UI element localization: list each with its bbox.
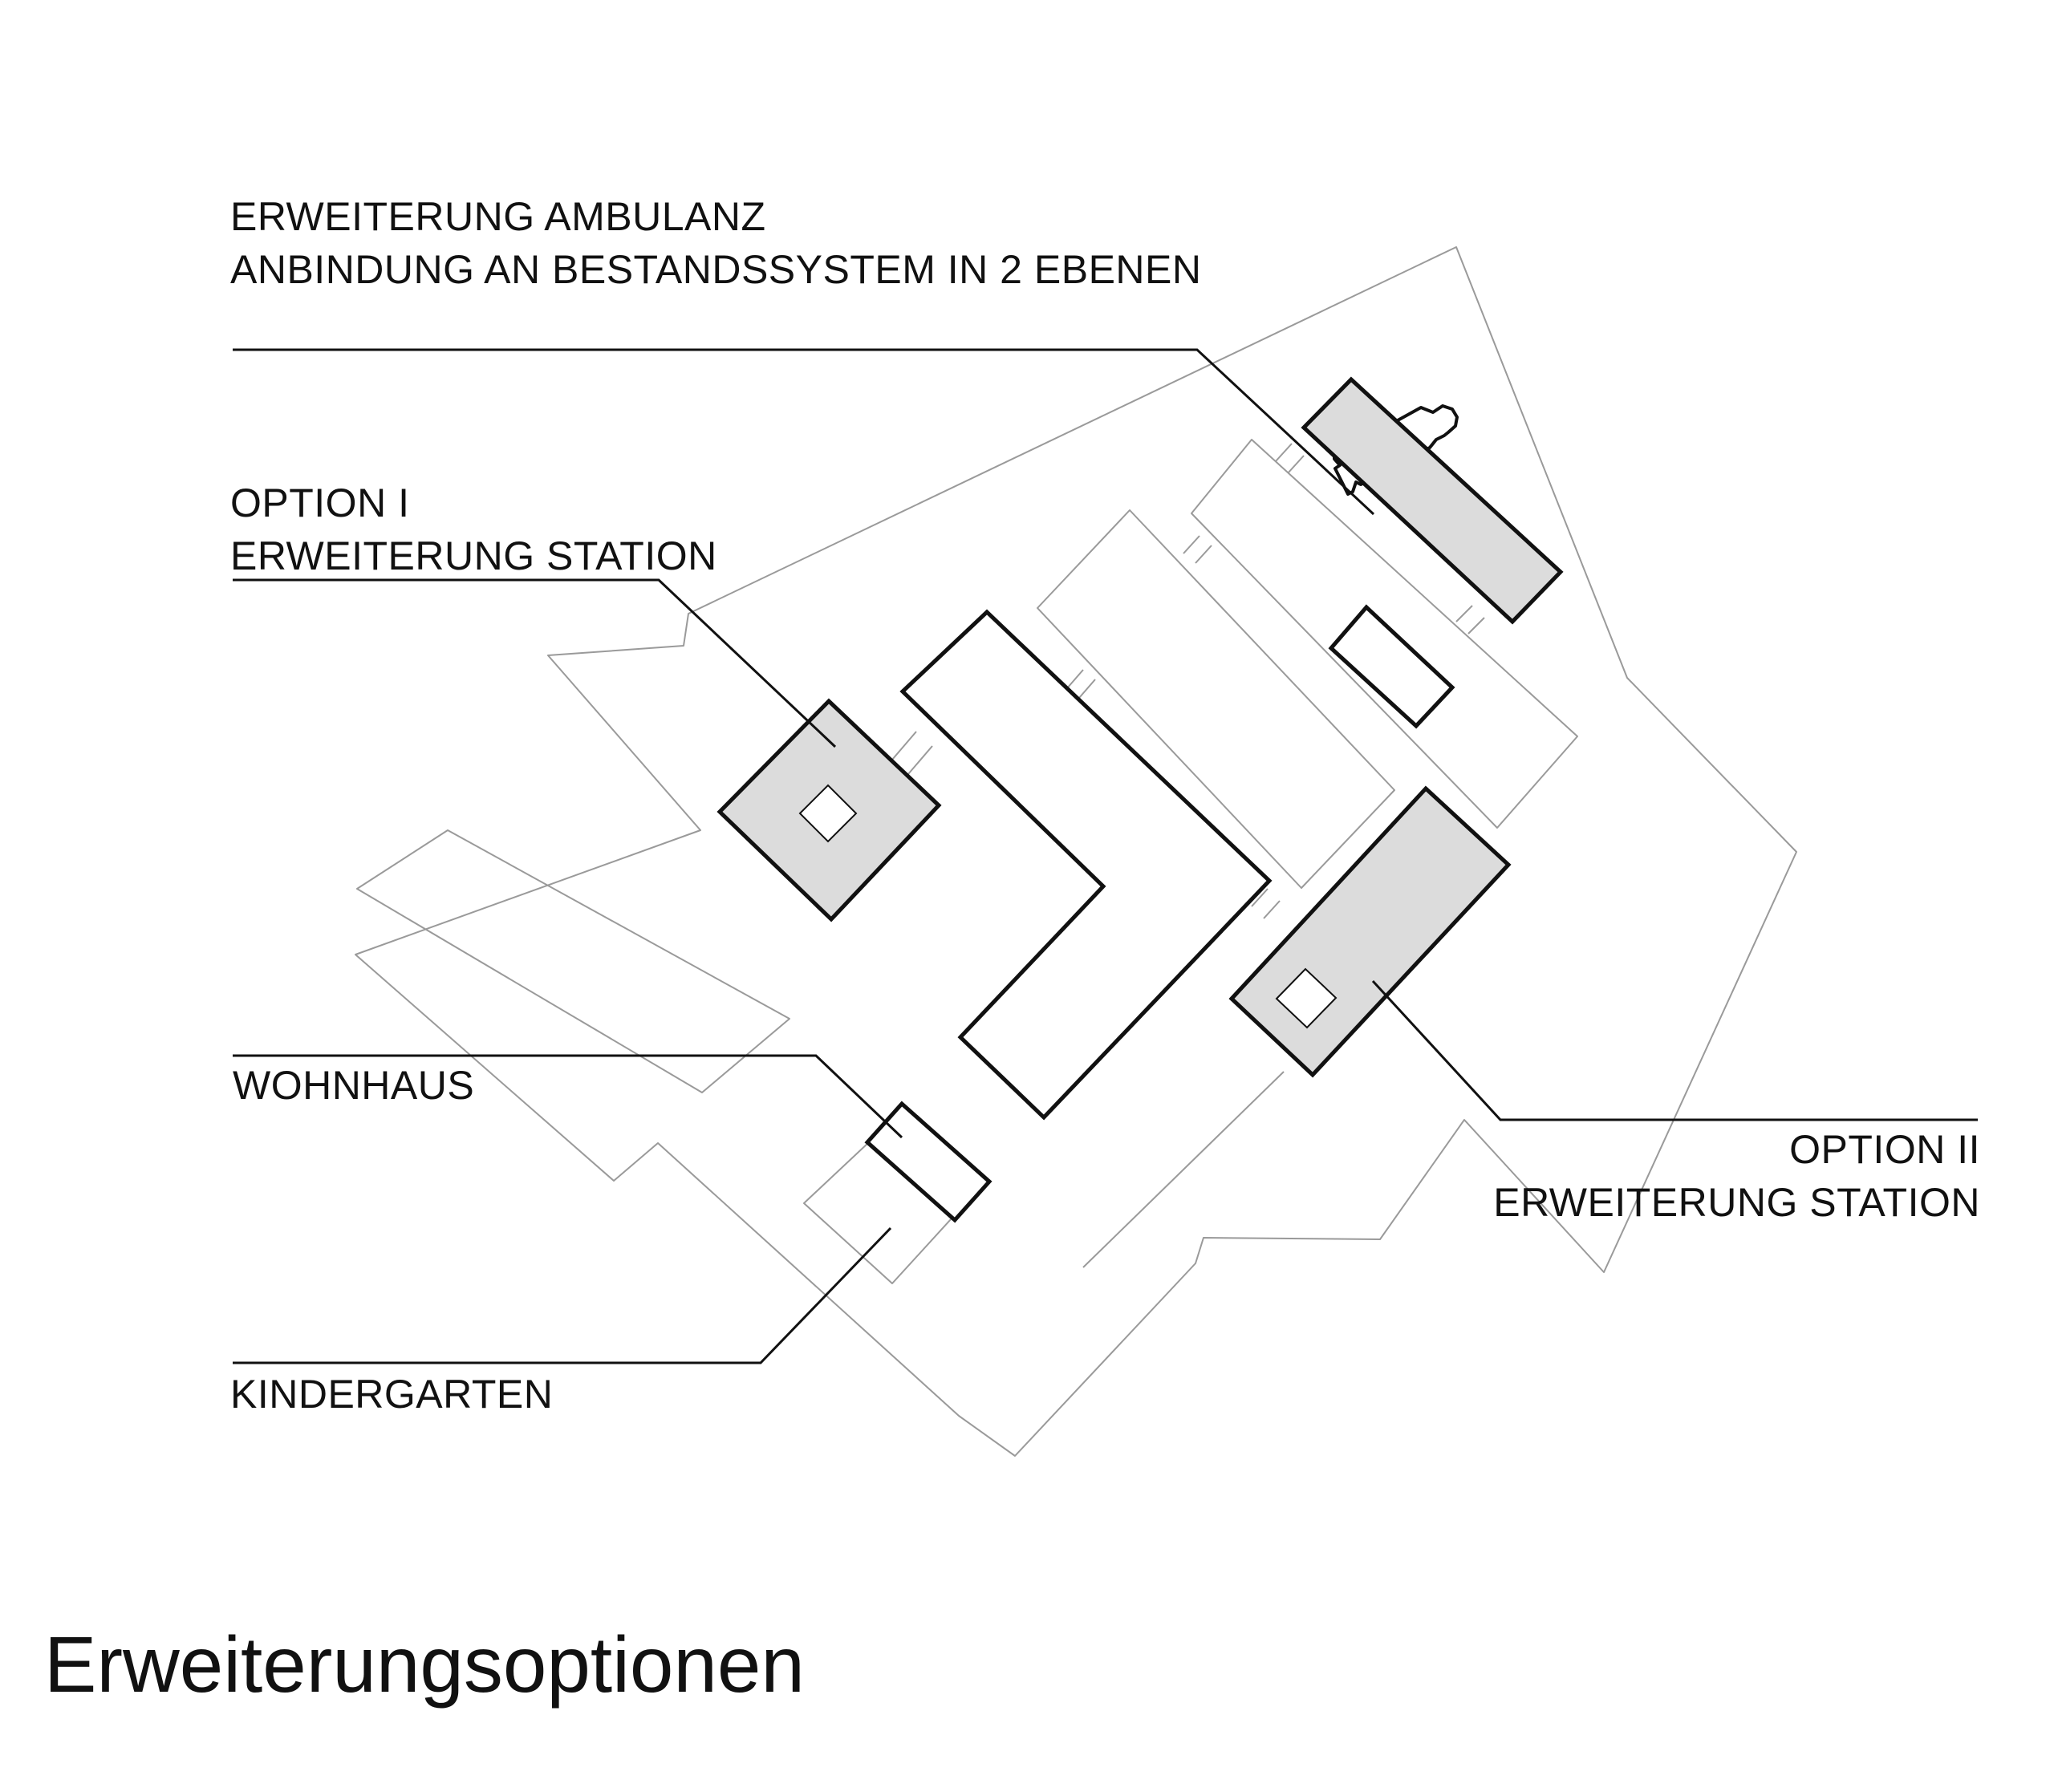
label-option-ii: OPTION II ERWEITERUNG STATION (1493, 1123, 1980, 1229)
ambulanz-extension (1301, 376, 1564, 625)
option-ii-courtyard (1275, 967, 1338, 1029)
context-building-west (356, 829, 790, 1093)
leader-wohnhaus (233, 1054, 903, 1139)
leader-option-ii (1371, 979, 1978, 1121)
label-option-ii-line1: OPTION II (1789, 1127, 1980, 1172)
main-building-chevron (899, 609, 1273, 1121)
label-wohnhaus-text: WOHNHAUS (233, 1063, 475, 1108)
site-boundary (355, 246, 1797, 1457)
context-line-south (1082, 1071, 1285, 1268)
label-option-i-line2: ERWEITERUNG STATION (230, 533, 717, 578)
context-building-center (1037, 509, 1395, 889)
label-kindergarten-text: KINDERGARTEN (230, 1372, 554, 1417)
label-wohnhaus: WOHNHAUS (233, 1059, 474, 1112)
label-option-i: OPTION I ERWEITERUNG STATION (230, 476, 717, 582)
context-building-north (1191, 439, 1578, 829)
label-ambulanz-line1: ERWEITERUNG AMBULANZ (230, 194, 766, 239)
label-ambulanz-line2: ANBINDUNG AN BESTANDSSYSTEM IN 2 EBENEN (230, 247, 1202, 292)
label-ambulanz: ERWEITERUNG AMBULANZ ANBINDUNG AN BESTAN… (230, 190, 1202, 296)
connector-bridges (891, 443, 1485, 919)
label-kindergarten: KINDERGARTEN (230, 1368, 553, 1421)
ambulanz-annex (1328, 604, 1455, 729)
label-option-i-line1: OPTION I (230, 480, 410, 525)
page-title: Erweiterungsoptionen (44, 1620, 805, 1709)
option-i-courtyard (798, 784, 858, 843)
option-ii-building (1228, 785, 1512, 1078)
leader-kindergarten (233, 1226, 892, 1364)
chapel-outline (1333, 404, 1459, 496)
leader-option-i (233, 578, 837, 748)
leader-ambulanz (233, 348, 1375, 516)
label-option-ii-line2: ERWEITERUNG STATION (1493, 1180, 1980, 1225)
